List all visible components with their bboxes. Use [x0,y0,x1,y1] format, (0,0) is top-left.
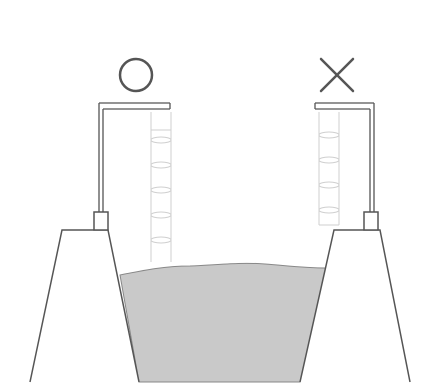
cross-icon [321,59,353,91]
right-base-block [364,212,378,230]
circle-icon [120,59,152,91]
fill-area [120,263,326,382]
left-embankment [30,230,139,382]
right-embankment [300,230,410,382]
left-base-block [94,212,108,230]
left-hanging-column [151,112,171,262]
left-pole [99,103,170,212]
right-hanging-column [319,112,339,225]
